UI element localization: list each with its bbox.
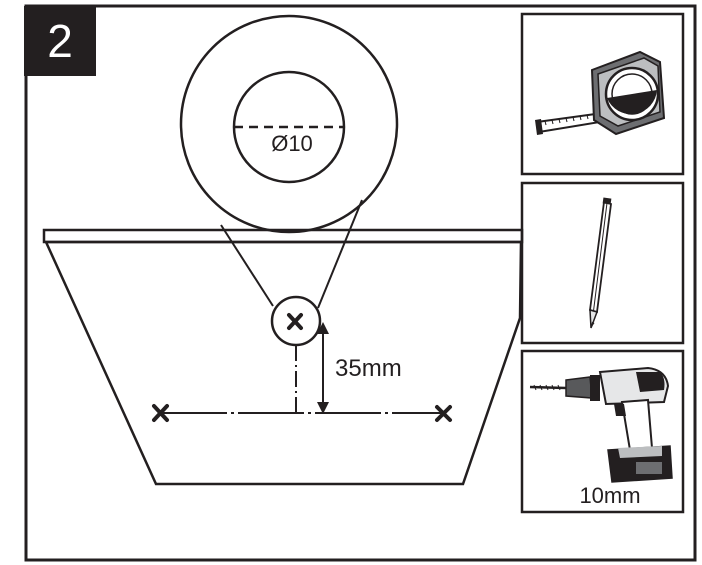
pencil-icon [589,197,612,329]
right-cross-mark [435,405,452,422]
distance-label: 35mm [335,355,402,382]
hole-detail-callout: Ø10 [179,14,399,309]
callout-line-right [317,199,363,309]
tool-panel-tape-measure [520,12,685,176]
detail-outer-circle [179,14,399,234]
left-cross-mark [152,404,169,422]
basin-drawing [42,228,524,486]
dimension-arrow [317,322,329,414]
callout-line-left [220,224,274,307]
tape-measure-icon [535,50,666,136]
drill-bit-size-label: 10mm [579,483,640,508]
hole-diameter-label: Ø10 [271,131,313,156]
basin-body [44,240,523,486]
step-number-badge: 2 [24,6,96,76]
drill-point-cross-mark [287,313,303,330]
drill-icon [529,366,673,483]
tool-panel-drill: 10mm [520,349,685,514]
tool-panel-pencil [520,181,685,345]
outer-frame [24,4,697,562]
